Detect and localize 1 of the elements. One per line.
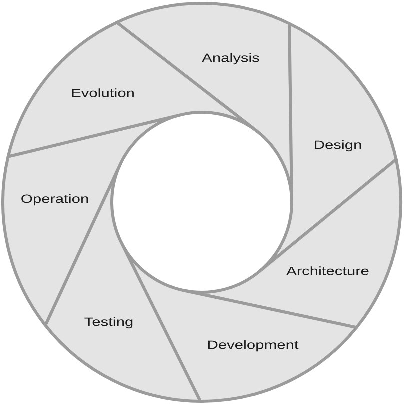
ring-segment: Architecture [182,158,402,330]
